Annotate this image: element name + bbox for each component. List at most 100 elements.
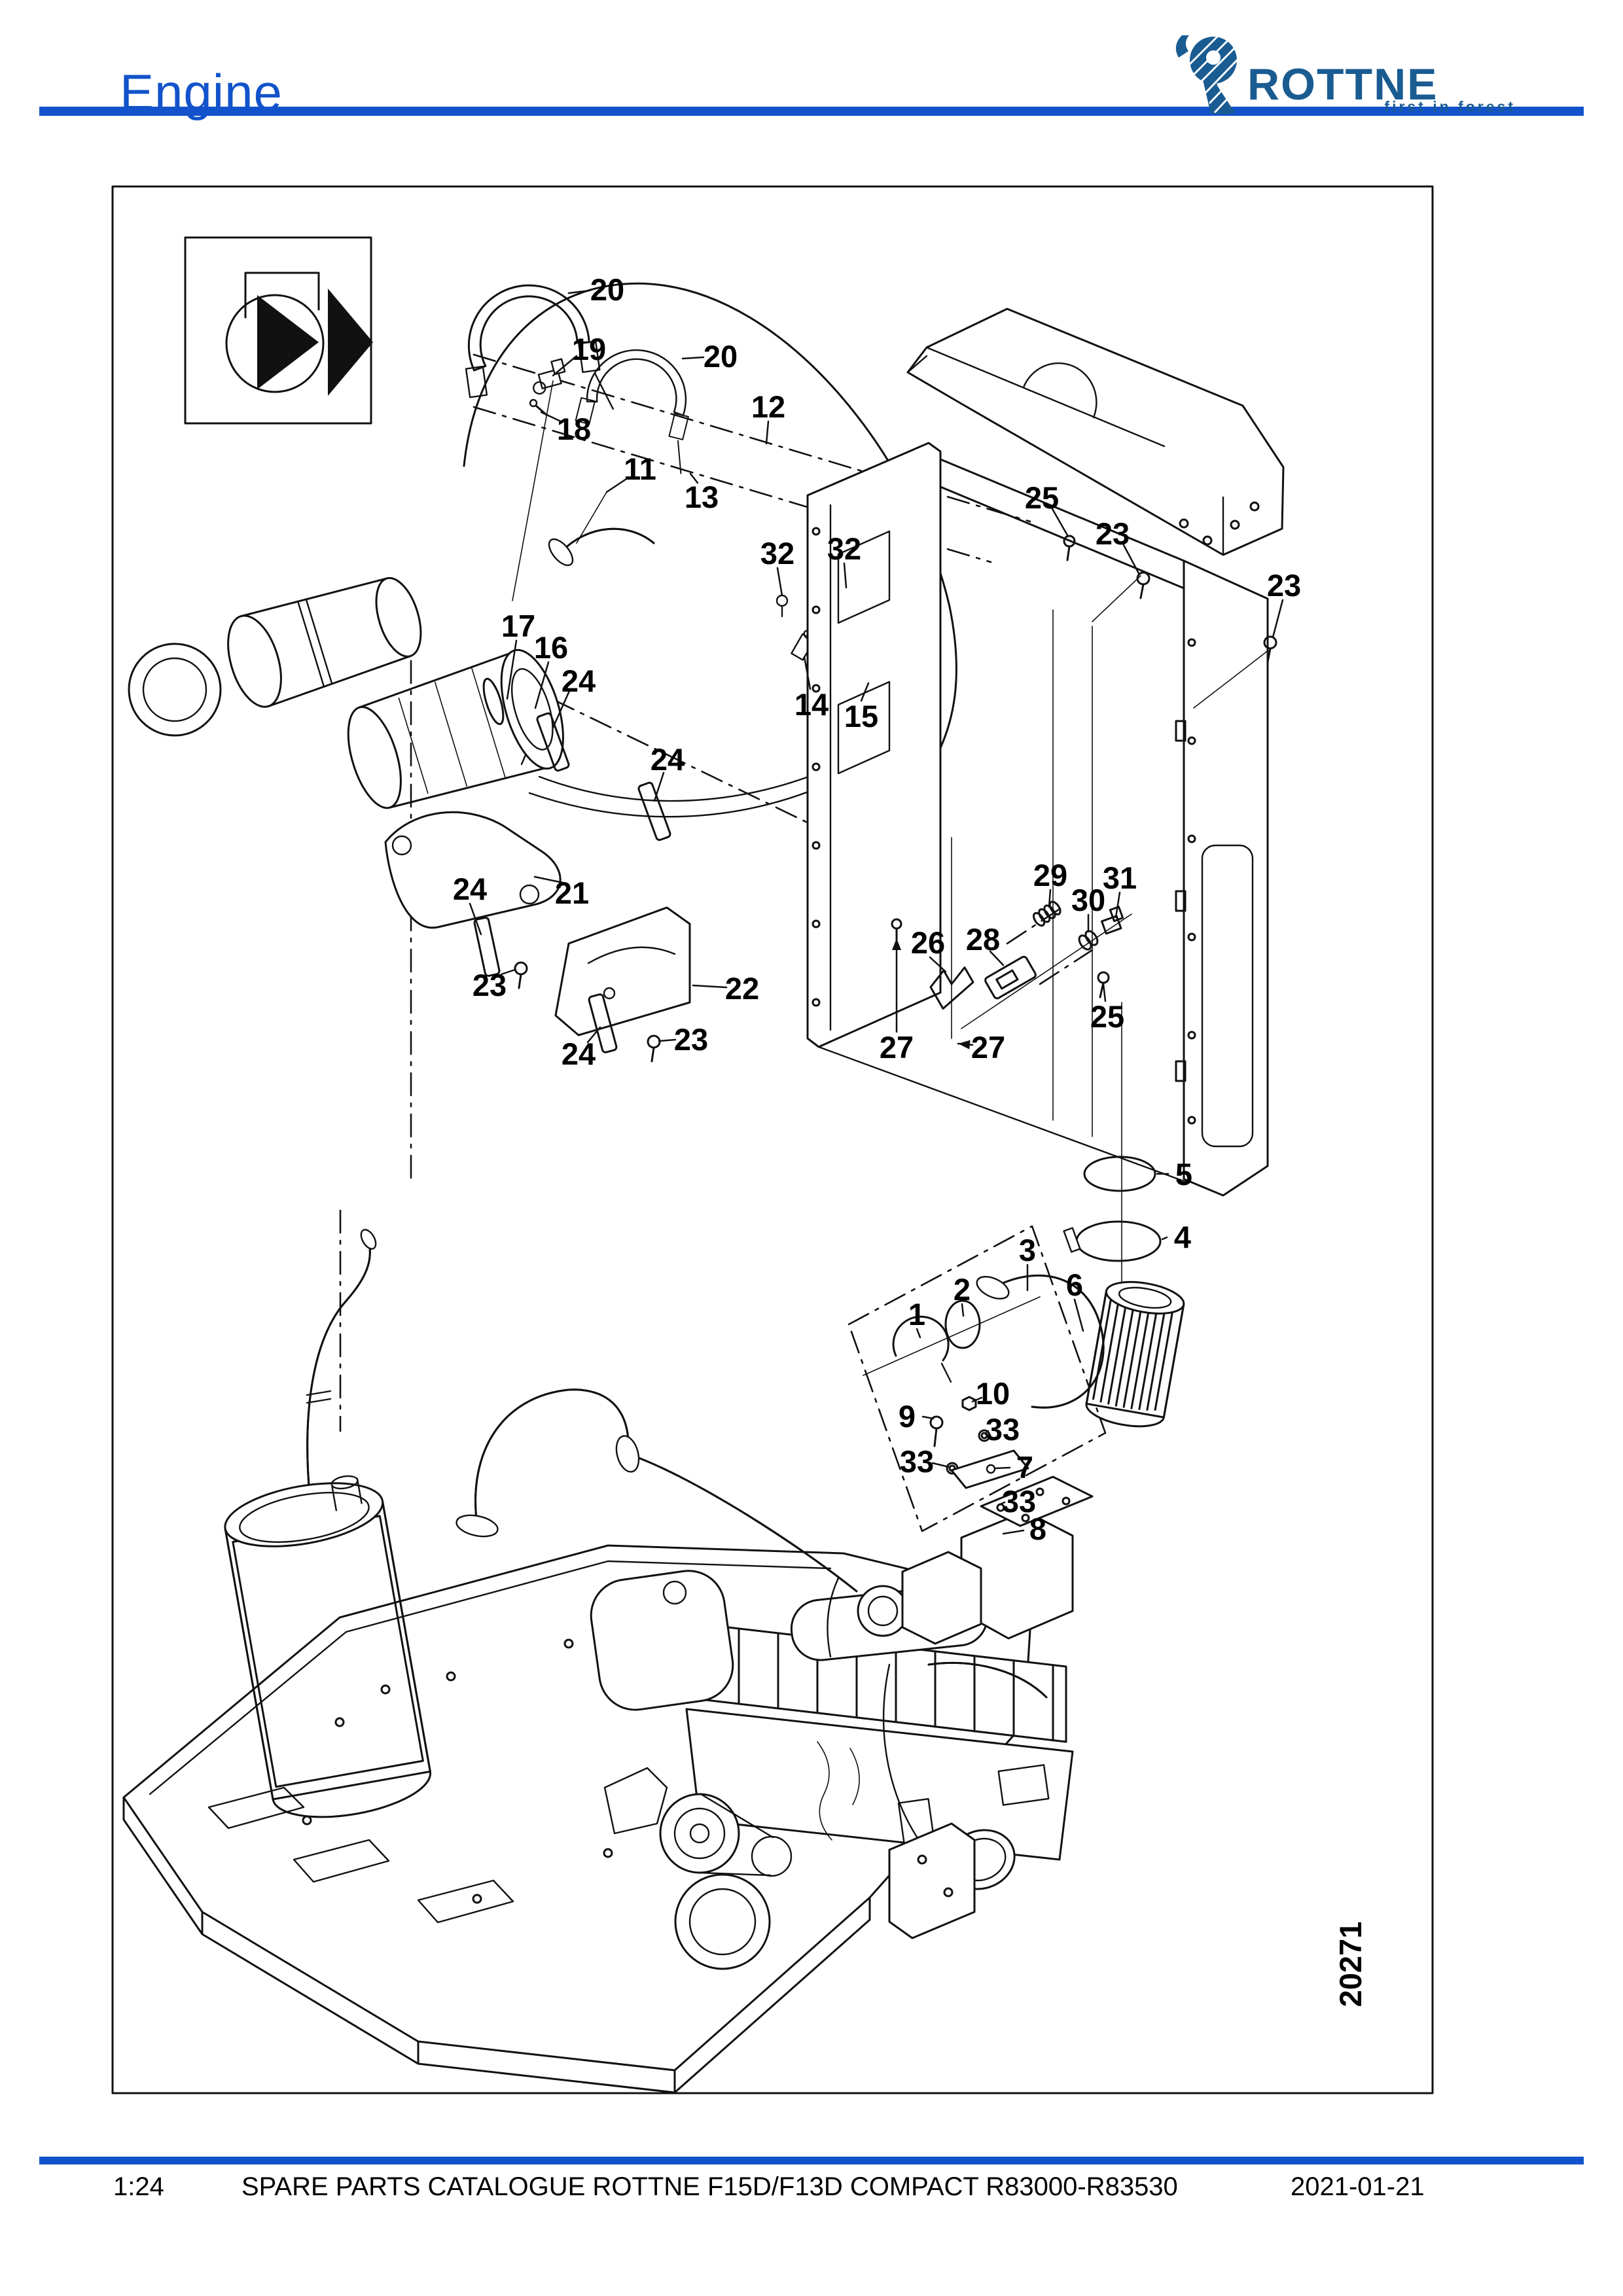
callout-label: 9: [899, 1399, 916, 1434]
callout-label: 23: [674, 1022, 708, 1057]
callout-label: 8: [1029, 1511, 1046, 1546]
callout-label: 28: [966, 922, 1000, 957]
callout-label: 22: [725, 971, 759, 1006]
callout-label: 27: [971, 1030, 1005, 1065]
callout-label: 30: [1071, 883, 1105, 917]
leader-line: [500, 968, 516, 976]
leader-line: [605, 476, 630, 493]
footer-date: 2021-01-21: [1291, 2172, 1425, 2201]
clamp-1-drawing: [892, 1315, 952, 1383]
callout-label: 23: [1096, 516, 1130, 551]
leader-line: [1073, 1298, 1084, 1332]
figure-number: 20271: [1333, 1922, 1368, 2007]
callout-label: 3: [1019, 1233, 1036, 1267]
brand-tagline: first in forest: [1384, 98, 1516, 115]
leader-line: [658, 1038, 677, 1042]
diagram-border: [111, 185, 1434, 2094]
callout-label: 33: [1002, 1484, 1036, 1519]
header-rule: [39, 107, 1584, 116]
leader-line: [860, 682, 870, 702]
figure-number-label: 20271: [1333, 1922, 1368, 2007]
leader-line: [999, 1501, 1006, 1506]
callout-label: 2: [954, 1272, 971, 1307]
leader-line: [552, 690, 571, 729]
radiator-frame-drawing: [806, 442, 1269, 1197]
callout-label: 24: [453, 872, 487, 906]
leader-line: [931, 1462, 950, 1468]
top-cover-drawing: [906, 308, 1285, 556]
rottne-r-icon: [1175, 34, 1240, 115]
callout-label: 17: [501, 609, 535, 643]
callout-label: 14: [794, 687, 829, 722]
leader-line: [921, 1415, 935, 1420]
footer-scale: 1:24: [113, 2172, 164, 2201]
leader-line: [1048, 889, 1052, 908]
callout-label: 32: [827, 531, 861, 566]
leader-line: [1115, 891, 1121, 919]
callout-label: 33: [900, 1444, 934, 1479]
leader-line: [586, 1026, 601, 1044]
hose-route-drawing: [463, 282, 957, 818]
brand-name: ROTTNE: [1247, 60, 1438, 109]
leader-line: [1002, 1529, 1025, 1535]
callout-label: 18: [557, 412, 591, 446]
leader-line: [765, 420, 770, 445]
callout-label: 21: [555, 875, 589, 910]
leader-line: [469, 902, 482, 936]
leader-line: [533, 875, 564, 884]
callout-label: 20: [704, 339, 738, 374]
leader-line: [506, 639, 518, 700]
engine-drawing: [590, 1570, 1074, 1970]
callout-label: 7: [1016, 1450, 1033, 1485]
leader-arrowhead: [892, 938, 901, 950]
callout-label: 11: [624, 451, 656, 486]
callout-label: 16: [534, 630, 568, 665]
hose-clamp-20a-drawing: [465, 284, 614, 410]
leader-line: [534, 661, 550, 709]
callout-label: 15: [844, 699, 878, 733]
bracket-cluster-drawing: [384, 535, 1277, 1063]
callout-label: 20: [590, 272, 624, 307]
air-filter-drawing: [1085, 1280, 1185, 1428]
callout-label: 29: [1033, 858, 1067, 892]
intake-parts-drawing: [863, 1002, 1185, 1563]
callout-label: 19: [572, 332, 606, 366]
mount-towers-drawing: [882, 1475, 1094, 1939]
rotation-direction-icon: [184, 236, 373, 425]
leader-line: [803, 656, 812, 690]
callout-label: 31: [1103, 860, 1137, 895]
callout-label: 26: [911, 925, 945, 960]
ghost-lines: [339, 353, 1107, 1532]
callout-label: 32: [760, 536, 794, 571]
leader-line: [1161, 1236, 1168, 1241]
leader-arrowhead: [958, 1040, 971, 1050]
callout-label: 27: [880, 1030, 914, 1065]
callout-label: 12: [751, 389, 785, 424]
leader-line: [653, 771, 665, 802]
callout-label: 25: [1025, 480, 1059, 515]
callout-label: 1: [908, 1297, 925, 1332]
leader-line: [961, 1303, 965, 1317]
callout-label: 5: [1175, 1157, 1192, 1192]
callout-label: 23: [473, 968, 507, 1002]
callout-label: 33: [986, 1412, 1020, 1447]
callout-label: 23: [1267, 568, 1301, 603]
leader-line: [1272, 599, 1284, 639]
callout-label: 10: [976, 1376, 1010, 1411]
intake-elbow-drawing: [455, 1388, 858, 1593]
leader-line: [540, 411, 562, 423]
leader-line: [1122, 544, 1141, 576]
callout-label: 13: [685, 480, 719, 514]
callout-label: 25: [1090, 999, 1124, 1034]
leader-line: [567, 289, 591, 294]
leader-line: [1050, 506, 1069, 537]
muffler-drawing: [224, 1229, 432, 1818]
leader-line: [692, 984, 728, 989]
leader-line: [552, 355, 578, 377]
footer-rule: [39, 2157, 1584, 2164]
leader-line: [984, 1430, 990, 1436]
callout-label: 6: [1066, 1267, 1083, 1302]
leader-line: [916, 1328, 921, 1339]
turbo-assembly-drawing: [128, 491, 655, 809]
